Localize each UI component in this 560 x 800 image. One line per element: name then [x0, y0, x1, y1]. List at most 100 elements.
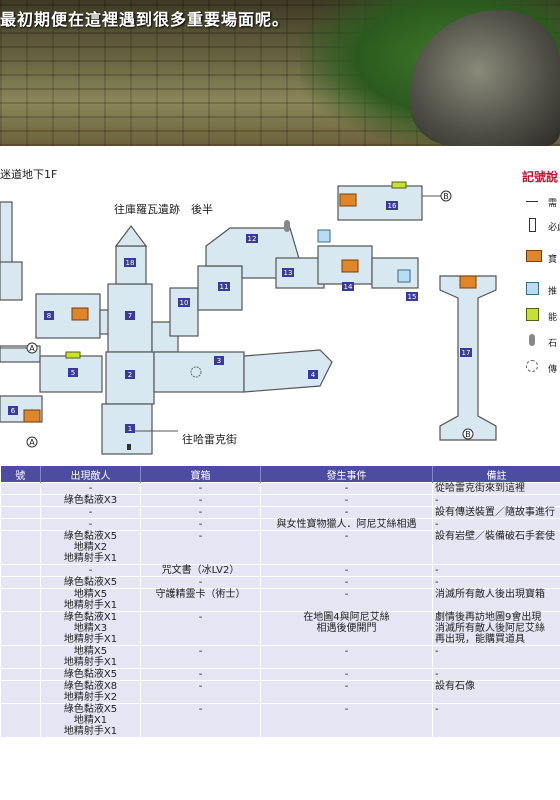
- marker-b-bottom: B: [465, 430, 471, 439]
- room-label-6: 6: [11, 407, 16, 415]
- crate-icon: [397, 269, 411, 283]
- table-cell: -: [432, 518, 560, 531]
- table-cell: 劇情後再訪地圖9會出現 消滅所有敵人後阿尼艾絲 再出現，能購買道具: [432, 611, 560, 646]
- table-cell: -: [432, 576, 560, 589]
- table-row: 綠色黏液X5 地精X1 地精射手X1---: [0, 703, 560, 738]
- table-cell: 從哈雷克街來到這裡: [432, 482, 560, 495]
- room-label-14: 14: [344, 283, 353, 291]
- stone-icon: [529, 334, 535, 346]
- table-cell: -: [260, 482, 433, 495]
- table-row: 綠色黏液X5 地精X2 地精射手X1--設有岩壁／裝備破石手套使: [0, 530, 560, 565]
- stone-icon: [284, 220, 290, 232]
- table-cell: -: [260, 645, 433, 669]
- table-cell: [0, 668, 41, 681]
- table-cell: 綠色黏液X5: [40, 668, 141, 681]
- table-cell: [0, 645, 41, 669]
- table-cell: -: [260, 680, 433, 704]
- switch-icon: [391, 181, 407, 189]
- screenshot-photo: 最初期便在這裡遇到很多重要場面呢。: [0, 0, 560, 146]
- table-cell: -: [260, 494, 433, 507]
- table-cell: [0, 506, 41, 519]
- marker-a-bottom: A: [29, 438, 35, 447]
- table-row: ---從哈雷克街來到這裡: [0, 482, 560, 495]
- table-cell: -: [432, 668, 560, 681]
- room-label-15: 15: [408, 293, 417, 301]
- room-label-16: 16: [388, 202, 397, 210]
- table-row: 綠色黏液X5---: [0, 668, 560, 681]
- teleport-icon: [190, 366, 202, 378]
- chest-icon: [341, 259, 359, 273]
- table-cell: -: [140, 576, 261, 589]
- table-cell: 綠色黏液X8 地精射手X2: [40, 680, 141, 704]
- encounter-table: 號 出現敵人 寶箱 發生事件 備註 ---從哈雷克街來到這裡綠色黏液X3----…: [0, 466, 560, 738]
- chest-icon: [23, 409, 41, 423]
- room-label-2: 2: [128, 371, 132, 379]
- table-cell: -: [140, 668, 261, 681]
- photo-caption: 最初期便在這裡遇到很多重要場面呢。: [0, 10, 290, 29]
- table-cell: -: [140, 680, 261, 704]
- dungeon-map: B B A A 1 2 3 4 5 6 7 8 10 11 12 13 14 1…: [0, 146, 560, 466]
- table-cell: [0, 703, 41, 738]
- legend-panel: 記號說 需 必此 寶 推 能 石 傳: [522, 170, 560, 375]
- table-cell: -: [260, 668, 433, 681]
- table-cell: 綠色黏液X5: [40, 576, 141, 589]
- room-label-18: 18: [126, 259, 135, 267]
- table-cell: -: [140, 703, 261, 738]
- marker-a-mid: A: [29, 344, 35, 353]
- marker-b-top: B: [443, 192, 449, 201]
- teleport-icon: [526, 360, 538, 372]
- col-header-enemies: 出現敵人: [40, 466, 141, 483]
- table-header-row: 號 出現敵人 寶箱 發生事件 備註: [0, 466, 560, 483]
- table-cell: 綠色黏液X5 地精X2 地精射手X1: [40, 530, 141, 565]
- map-drawing: B B A A 1 2 3 4 5 6 7 8 10 11 12 13 14 1…: [0, 181, 497, 455]
- table-cell: -: [40, 564, 141, 577]
- map-subtitle: 往庫羅瓦遺跡 後半: [114, 203, 213, 216]
- switch-icon: [65, 351, 81, 359]
- map-room-3: [153, 351, 245, 393]
- table-cell: 地精X5 地精射手X1: [40, 645, 141, 669]
- switch-icon: [526, 308, 539, 321]
- table-cell: 守護精靈卡（術士）: [140, 588, 261, 612]
- door-icon: [127, 444, 131, 450]
- table-cell: -: [260, 703, 433, 738]
- table-cell: 在地圖4與阿尼艾絲 相遇後便開門: [260, 611, 433, 646]
- table-cell: -: [260, 588, 433, 612]
- table-cell: -: [140, 506, 261, 519]
- room-label-17: 17: [462, 349, 471, 357]
- chest-icon: [459, 275, 477, 289]
- table-cell: [0, 564, 41, 577]
- map-exit-label: 往哈雷克街: [182, 433, 237, 446]
- crate-icon: [317, 229, 331, 243]
- table-cell: [0, 482, 41, 495]
- table-cell: 設有石像: [432, 680, 560, 704]
- table-cell: -: [432, 564, 560, 577]
- room-label-7: 7: [128, 312, 132, 320]
- table-row: 綠色黏液X5---: [0, 576, 560, 589]
- table-cell: -: [40, 518, 141, 531]
- table-cell: -: [140, 611, 261, 646]
- table-cell: 地精X5 地精射手X1: [40, 588, 141, 612]
- table-cell: 綠色黏液X5 地精X1 地精射手X1: [40, 703, 141, 738]
- crate-icon: [526, 282, 539, 295]
- chest-icon: [339, 193, 357, 207]
- table-cell: 消滅所有敵人後出現寶箱: [432, 588, 560, 612]
- table-cell: -: [140, 482, 261, 495]
- table-cell: [0, 680, 41, 704]
- table-cell: -: [260, 564, 433, 577]
- table-cell: 與女性寶物獵人．阿尼艾絲相遇: [260, 518, 433, 531]
- table-cell: 咒文書（冰LV2）: [140, 564, 261, 577]
- map-title: 迷道地下1F: [0, 168, 58, 181]
- table-row: ---設有傳送裝置／隨故事進行: [0, 506, 560, 519]
- map-room-left-mid: [0, 261, 23, 301]
- col-header-notes: 備註: [432, 466, 560, 483]
- table-cell: 設有傳送裝置／隨故事進行: [432, 506, 560, 519]
- map-room-15: [371, 257, 419, 289]
- room-label-4: 4: [311, 371, 316, 379]
- map-room-left-top: [0, 201, 13, 267]
- table-cell: [0, 588, 41, 612]
- table-cell: -: [140, 530, 261, 565]
- room-label-1: 1: [128, 425, 132, 433]
- col-header-number: 號: [0, 466, 41, 483]
- map-room-4: [243, 349, 333, 393]
